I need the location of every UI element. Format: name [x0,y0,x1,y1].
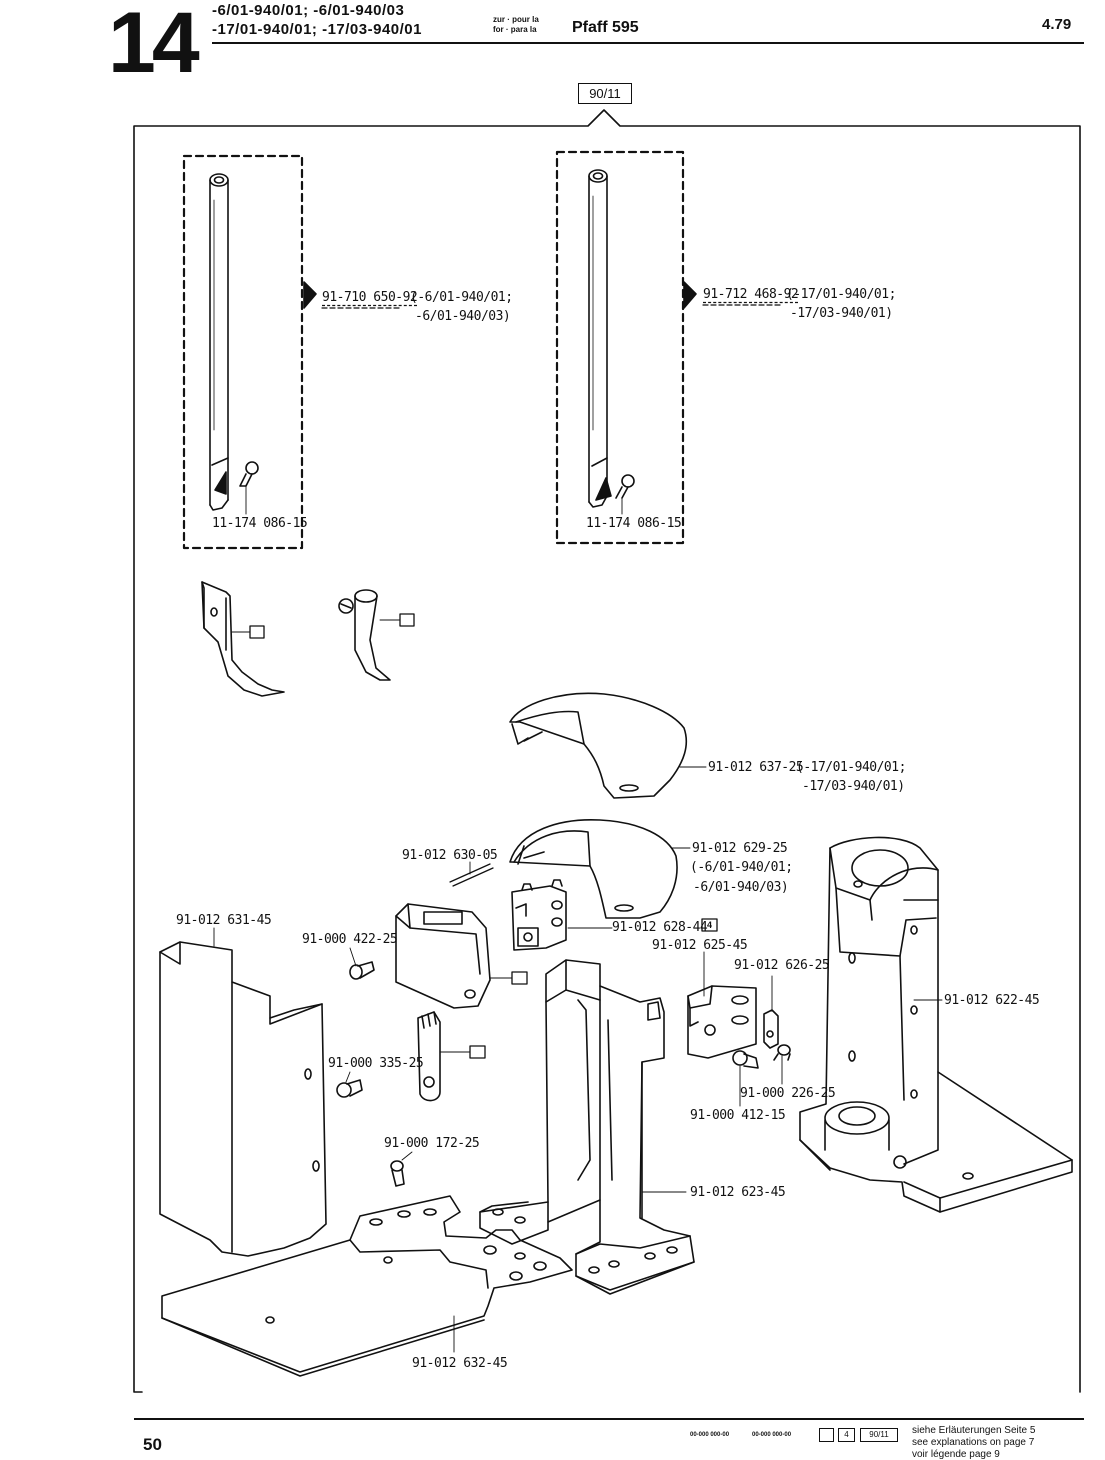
presser-foot-a-part-box [249,625,265,639]
bracket-badge-box [701,918,718,932]
screw-right [615,474,635,499]
lower-cover-part-number: 91-012 629-25 [692,841,788,856]
screw-e-part-number: 91-000 172-25 [384,1136,480,1151]
leader-screw-a [349,947,357,967]
legend-badge-box: 4 [838,1428,855,1442]
needle-bar-left [209,173,229,511]
legend-note-english: see explanations on page 7 [912,1437,1035,1448]
upright [479,959,695,1295]
section-number: 14 [108,0,200,91]
lower-cover-variant-1: (-6/01-940/01; [690,860,793,875]
screw-d-part-number: 91-000 412-15 [690,1108,786,1123]
group-reference-box: 90/11 [578,83,632,104]
diagram-frame [133,109,1081,1393]
machine-name: Pfaff 595 [572,19,639,36]
model-variants-line-1: -6/01-940/01; -6/01-940/03 [212,2,405,19]
clip [763,1009,779,1049]
pin [449,863,494,887]
page-number: 50 [143,1435,162,1454]
needle-bar-right-variant-2: -17/03-940/01) [790,306,893,321]
pointer-right-icon [683,281,697,309]
plate-bracket [687,985,757,1059]
screw-c [773,1044,791,1061]
needle-bar-right-part-number: 91-712 468-92 [703,287,799,302]
base-plate [161,1195,573,1377]
screw-right-part-number: 11-174 086-15 [586,516,682,531]
for-para-la-label: for · para la [493,25,537,34]
legend-group-ref-box: 90/11 [860,1428,898,1442]
column-frame [799,836,1073,1213]
needle-bar-right-variant-1: (-17/01-940/01; [786,287,896,302]
pointer-left-icon [303,281,317,309]
base-plate-part-number: 91-012 632-45 [412,1356,508,1371]
top-cover-variant-1: (-17/01-940/01; [796,760,906,775]
presser-foot-b-part-box [399,613,415,627]
screw-left-part-number: 11-174 086-15 [212,516,308,531]
lower-cover [509,819,678,919]
legend-code-1: 00-000 000-00 [690,1432,730,1438]
bracket-badge: 4 [706,920,712,930]
legend-empty-box [819,1428,834,1442]
lever [417,1011,441,1102]
top-cover [509,692,688,799]
screw-b [336,1079,363,1098]
page-date: 4.79 [1042,16,1072,33]
leader-screw-b [345,1071,351,1083]
zur-pour-la-label: zur · pour la [493,15,539,24]
screw-e [390,1160,405,1187]
needle-bar-right [588,169,612,508]
needle-bar-left-dashed-box [182,154,304,550]
lower-cover-variant-2: -6/01-940/03) [693,880,789,895]
needle-bar-right-dashed-box [555,150,685,545]
needle-bar-left-variant-1: (-6/01-940/01; [410,290,513,305]
needle-bar-left-variant-2: -6/01-940/03) [415,309,511,324]
clip-part-number: 91-012 626-25 [734,958,830,973]
bracket-part-number: 91-012 628-44 [612,920,708,935]
upright-part-number: 91-012 623-45 [690,1185,786,1200]
top-cover-part-number: 91-012 637-25 [708,760,804,775]
screw-a [349,961,375,980]
legend-code-2: 00-000 000-00 [752,1432,792,1438]
legend-note-german: siehe Erläuterungen Seite 5 [912,1425,1036,1436]
footer-rule [134,1418,1084,1420]
front-cover-part-number: 91-012 631-45 [176,913,272,928]
screw-b-part-number: 91-000 335-25 [328,1056,424,1071]
legend-note-french: voir légende page 9 [912,1449,1000,1460]
thread-guide-part-box [511,971,528,985]
lever-part-box [469,1045,486,1059]
header-rule [212,42,1084,44]
needle-bar-left-part-number: 91-710 650-92 [322,290,418,305]
screw-d [732,1050,759,1069]
pin-part-number: 91-012 630-05 [402,848,498,863]
plate-bracket-part-number: 91-012 625-45 [652,938,748,953]
top-cover-variant-2: -17/03-940/01) [802,779,905,794]
bracket [511,879,567,951]
thread-guide-block [395,903,491,1009]
front-cover [159,941,327,1257]
leader-screw-e [401,1151,413,1161]
presser-foot-b [338,589,391,681]
presser-foot-a [201,581,285,697]
screw-c-part-number: 91-000 226-25 [740,1086,836,1101]
screw-a-part-number: 91-000 422-25 [302,932,398,947]
column-frame-part-number: 91-012 622-45 [944,993,1040,1008]
screw-left [239,461,259,487]
model-variants-line-2: -17/01-940/01; -17/03-940/01 [212,21,422,38]
